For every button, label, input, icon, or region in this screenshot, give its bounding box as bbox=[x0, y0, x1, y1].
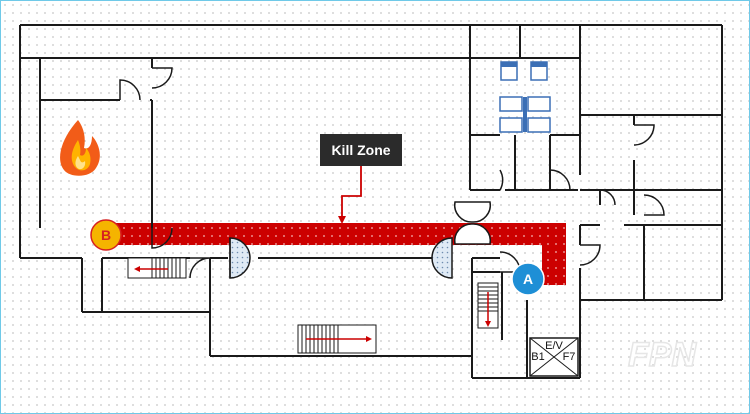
watermark-text: FPN bbox=[628, 336, 697, 374]
elevator-label-left: B1 bbox=[531, 351, 544, 363]
elevator-label-top: E/V bbox=[545, 340, 563, 352]
door-icon bbox=[119, 67, 665, 279]
kill-zone-text: Kill Zone bbox=[331, 142, 390, 158]
marker-a-label: A bbox=[523, 271, 533, 287]
elevator-icon: E/V B1 F7 bbox=[529, 337, 579, 377]
fire-icon bbox=[60, 120, 100, 176]
elevator-label-right: F7 bbox=[563, 351, 576, 363]
kill-zone-label: Kill Zone bbox=[320, 134, 402, 224]
stairs-icon bbox=[127, 257, 499, 354]
marker-b-label: B bbox=[101, 227, 111, 243]
fire-door-icon bbox=[229, 237, 453, 279]
double-door-icon bbox=[453, 201, 492, 245]
toilet-icon bbox=[499, 61, 551, 133]
marker-a: A bbox=[511, 262, 545, 296]
watermark-logo: FPN bbox=[627, 335, 698, 375]
marker-b: B bbox=[90, 219, 122, 251]
